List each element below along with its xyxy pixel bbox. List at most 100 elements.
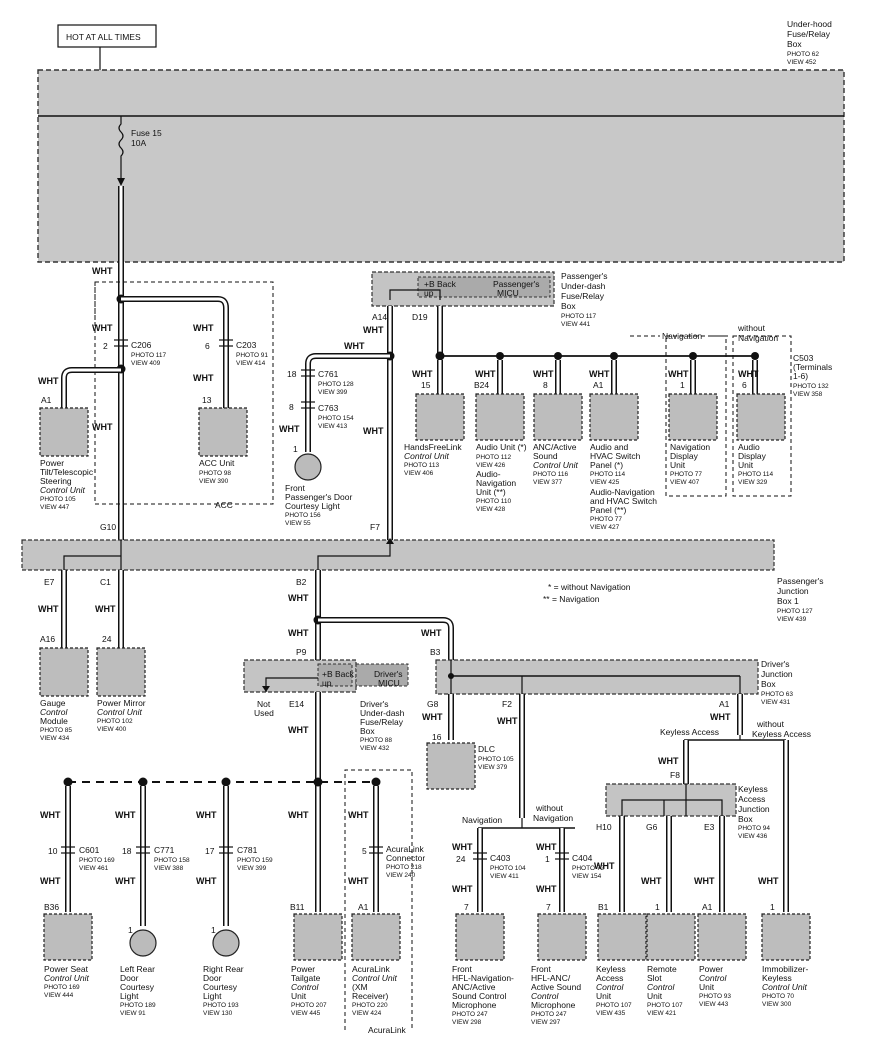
pin-7: 7 — [464, 902, 469, 912]
wire-color-label: WHT — [193, 373, 214, 383]
rr-label: Right Rear — [203, 964, 244, 974]
pin-b3: B3 — [430, 647, 441, 657]
pin-1: 1 — [770, 902, 775, 912]
acc-unit-label: ACC Unit — [199, 458, 235, 468]
rsc-label: Unit — [647, 991, 663, 1001]
imm-view: VIEW 300 — [762, 1001, 792, 1008]
djb-view: VIEW 431 — [761, 699, 791, 706]
pin-a16: A16 — [40, 634, 55, 644]
hvac-nav-label: Audio-Navigation — [590, 487, 655, 497]
pin-h10: H10 — [596, 822, 612, 832]
pin-6: 6 — [742, 380, 747, 390]
front-pass-photo: PHOTO 156 — [285, 512, 321, 519]
c403-photo: PHOTO 104 — [490, 865, 526, 872]
rr-label: Door — [203, 973, 222, 983]
wire-color-label: WHT — [40, 810, 61, 820]
mic-nav-label: Navigation — [462, 815, 502, 825]
without-nav-label: without — [737, 323, 766, 333]
pin-g6: G6 — [646, 822, 658, 832]
wire-color-label: WHT — [475, 369, 496, 379]
mic1-label: Sound Control — [452, 991, 506, 1001]
hfl-label: HandsFreeLink — [404, 442, 462, 452]
power-control-unit — [697, 913, 747, 961]
front-hfl-nav-microphone — [455, 913, 505, 961]
c761-view: VIEW 399 — [318, 389, 348, 396]
gauge-photo: PHOTO 85 — [40, 727, 72, 734]
seat-label: Power Seat — [44, 964, 89, 974]
power-tilt-photo: PHOTO 105 — [40, 496, 76, 503]
audio-display-unit — [736, 393, 786, 441]
audio-nav-label: Navigation — [476, 478, 516, 488]
left-rear-courtesy-light-icon — [129, 929, 157, 957]
mirror-photo: PHOTO 102 — [97, 718, 133, 725]
mic1-label: Front — [452, 964, 472, 974]
c206-photo: PHOTO 117 — [131, 352, 167, 359]
power-tilt-label: Power — [40, 458, 64, 468]
c403-view: VIEW 411 — [490, 873, 519, 880]
pin-d19: D19 — [412, 312, 428, 322]
pin-g10: G10 — [100, 522, 116, 532]
dmicu-inner: up — [322, 678, 332, 688]
wire-color-label: WHT — [115, 810, 136, 820]
c761-photo: PHOTO 128 — [318, 381, 354, 388]
audio-nav-label: Audio- — [476, 469, 501, 479]
pin-a14: A14 — [372, 312, 387, 322]
audio-view: VIEW 426 — [476, 462, 506, 469]
audio-nav-view: VIEW 428 — [476, 506, 506, 513]
remote-slot-control-unit — [646, 913, 696, 961]
audio-unit — [475, 393, 525, 441]
al-label: Control Unit — [352, 973, 398, 983]
pin-a1: A1 — [358, 902, 369, 912]
acuralink-region — [344, 769, 413, 1030]
aud-disp-photo: PHOTO 114 — [738, 471, 774, 478]
power-tilt-label: Control Unit — [40, 485, 86, 495]
wire-color-label: WHT — [412, 369, 433, 379]
power-tilt-view: VIEW 447 — [40, 504, 70, 511]
tg-label: Unit — [291, 991, 307, 1001]
djb-label: Box — [761, 679, 776, 689]
pcu-label: Control — [699, 973, 728, 983]
anc-unit — [533, 393, 583, 441]
wire-color-label: WHT — [710, 712, 731, 722]
pin-e14: E14 — [289, 699, 304, 709]
al-view: VIEW 424 — [352, 1010, 382, 1017]
rsc-label: Remote — [647, 964, 677, 974]
wire-color-label: WHT — [363, 426, 384, 436]
rsc-label: Slot — [647, 973, 662, 983]
aud-disp-view: VIEW 329 — [738, 479, 768, 486]
c203-view: VIEW 414 — [236, 360, 266, 367]
seat-label: Control Unit — [44, 973, 90, 983]
acc-unit-photo: PHOTO 98 — [199, 470, 231, 477]
pmicu-photo: PHOTO 117 — [561, 313, 597, 320]
navigation-display-unit — [668, 393, 718, 441]
pcu-label: Unit — [699, 982, 715, 992]
c771-view: VIEW 388 — [154, 865, 184, 872]
rr-label: Light — [203, 991, 222, 1001]
c763-view: VIEW 413 — [318, 423, 348, 430]
kajb-label: Junction — [738, 804, 770, 814]
dmicu-inner: +B Back — [322, 669, 355, 679]
wire-color-label: WHT — [344, 341, 365, 351]
kac-label: Access — [596, 973, 623, 983]
pin-1: 1 — [545, 854, 550, 864]
c771-label: C771 — [154, 845, 175, 855]
wire-color-label: WHT — [38, 376, 59, 386]
underhood-view: VIEW 452 — [787, 59, 817, 66]
nav-disp-view: VIEW 407 — [670, 479, 700, 486]
imm-label: Control Unit — [762, 982, 808, 992]
audio-nav-label: Unit (**) — [476, 487, 506, 497]
pcu-label: Power — [699, 964, 723, 974]
hvac-view: VIEW 425 — [590, 479, 620, 486]
wire-color-label: WHT — [115, 876, 136, 886]
acuralink-conn-photo: PHOTO 218 — [386, 864, 422, 871]
pin-f8: F8 — [670, 770, 680, 780]
pin-5: 5 — [362, 846, 367, 856]
djb-photo: PHOTO 63 — [761, 691, 793, 698]
dmicu-label: Under-dash — [360, 708, 405, 718]
c404-photo: PHOTO 72 — [572, 865, 604, 872]
pin-1: 1 — [655, 902, 660, 912]
pmicu-inner: up — [424, 288, 434, 298]
imm-label: Keyless — [762, 973, 792, 983]
pin-1: 1 — [211, 925, 216, 935]
kac-label: Control — [596, 982, 625, 992]
